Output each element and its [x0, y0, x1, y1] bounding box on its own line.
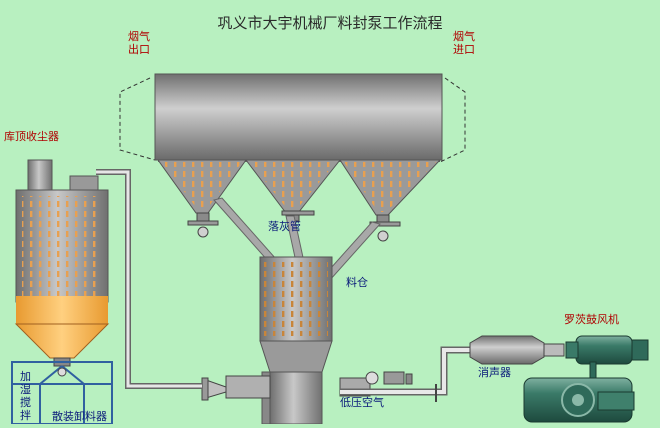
bag-filter-vessel: [154, 73, 443, 162]
label-material-bin: 料仓: [346, 276, 368, 289]
pump-section: [201, 371, 413, 401]
hopper-middle: [244, 159, 342, 222]
flue-dashed-lines: [119, 77, 466, 163]
drop-pipes: [213, 197, 381, 281]
diagram-title: 巩义市大宇机械厂料封泵工作流程: [217, 14, 443, 32]
silo: [14, 159, 110, 367]
label-bulk-unloader: 散装卸料器: [52, 410, 107, 423]
silencer: [469, 335, 565, 365]
hopper-left: [157, 159, 247, 238]
roots-blower: [523, 335, 649, 423]
label-flue-in: 烟气进口: [453, 30, 475, 56]
material-bin: [259, 256, 333, 425]
label-low-pressure-air: 低压空气: [340, 396, 384, 409]
hopper-right: [339, 159, 442, 242]
label-dust-collector: 库顶收尘器: [4, 130, 59, 143]
label-drop-pipe: 落灰管: [268, 220, 301, 233]
label-flue-out: 烟气出口: [128, 30, 150, 56]
label-humidify-mix: 加湿搅拌: [20, 370, 31, 422]
transport-pipe: [96, 169, 202, 389]
label-roots-blower: 罗茨鼓风机: [564, 313, 619, 326]
label-silencer: 消声器: [478, 366, 511, 379]
